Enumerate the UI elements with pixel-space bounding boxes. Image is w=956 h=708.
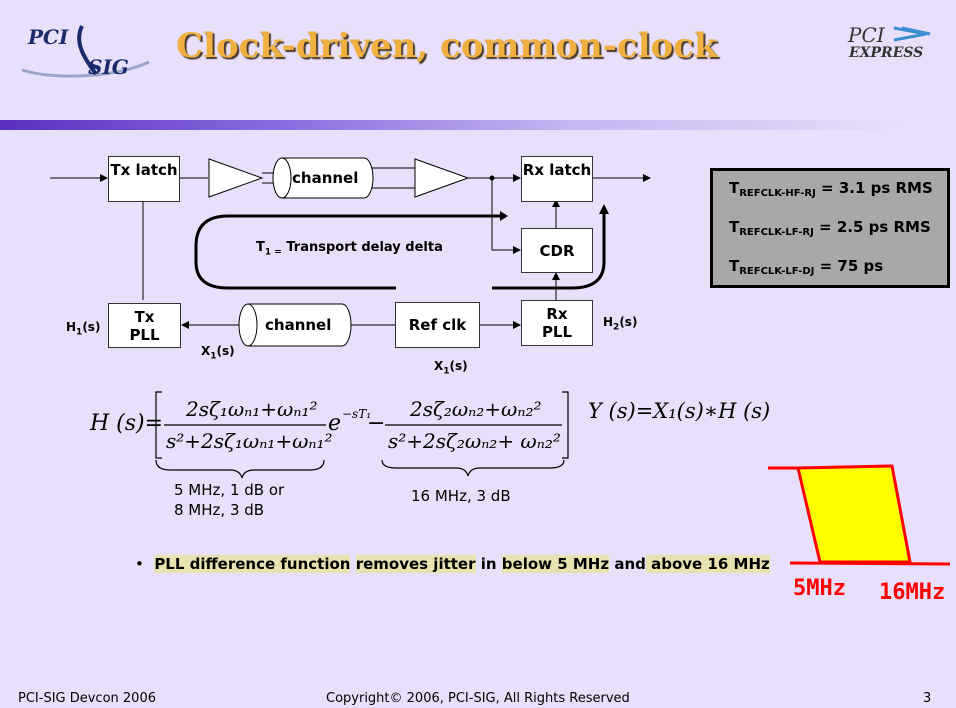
jitter-spec-value: = 75 ps — [814, 257, 884, 275]
left-brace-note: 5 MHz, 1 dB or 8 MHz, 3 dB — [174, 480, 284, 520]
h2-sub: 2 — [613, 322, 620, 333]
equation-term2-numerator: 2sζ₂ωₙ₂+ωₙ₂² — [409, 397, 541, 421]
bullet-part: above 16 MHz — [645, 555, 770, 573]
h2-label: H2(s) — [603, 315, 637, 332]
footer-copyright: Copyright© 2006, PCI-SIG, All Rights Res… — [326, 691, 630, 706]
transport-delay-text: Transport delay delta — [281, 240, 443, 255]
h1-sub: 1 — [76, 327, 83, 338]
bullet-marker: • — [135, 555, 144, 573]
jitter-spec-base: T — [729, 218, 740, 236]
pci-express-logo-pci-text: PCI — [847, 23, 886, 47]
jitter-spec-row: TREFCLK-LF-DJ = 75 ps — [729, 257, 947, 296]
h1-base: H — [66, 320, 77, 334]
left-brace-note-line1: 5 MHz, 1 dB or — [174, 481, 285, 499]
transport-delay-sub: 1 = — [264, 247, 282, 258]
jitter-spec-sub: REFCLK-LF-DJ — [739, 266, 815, 277]
bullet-part: below 5 MHz — [501, 555, 610, 573]
x1-right-label: X1(s) — [434, 359, 468, 376]
jitter-spec-value: = 3.1 ps RMS — [815, 179, 933, 197]
equation-output: Y (s)=X₁(s)∗H (s) — [588, 399, 770, 423]
h2-base: H — [603, 315, 614, 329]
tx-latch-box: Tx latch — [108, 156, 180, 202]
pci-sig-logo: PCI SIG — [14, 22, 154, 84]
h1-arg: (s) — [82, 320, 101, 334]
equation-term2-denominator: s²+2sζ₂ωₙ₂+ ωₙ₂² — [388, 429, 561, 453]
tx-pll-box: Tx PLL — [108, 303, 181, 348]
equation-term1-numerator: 2sζ₁ωₙ₁+ωₙ₁² — [185, 397, 317, 421]
ref-clk-box: Ref clk — [395, 302, 480, 348]
bullet-part: PLL difference function — [154, 555, 351, 573]
equation-exponential: e — [328, 411, 341, 436]
bullet-part: removes jitter — [355, 555, 476, 573]
jitter-spec-row: TREFCLK-HF-RJ = 3.1 ps RMS — [729, 179, 947, 218]
x1-left-base: X — [201, 344, 211, 358]
cdr-box: CDR — [521, 228, 593, 273]
jitter-spec-sub: REFCLK-LF-RJ — [739, 227, 814, 238]
rx-latch-box: Rx latch — [521, 156, 593, 202]
pci-express-logo-express-text: EXPRESS — [848, 45, 923, 61]
x1-right-arg: (s) — [449, 359, 468, 373]
channel-bottom-label: channel — [265, 316, 332, 334]
equation-term1-denominator: s²+2sζ₁ωₙ₁+ωₙ₁² — [166, 429, 333, 453]
pci-sig-logo-pci-text: PCI — [27, 25, 69, 49]
rx-pll-box: Rx PLL — [521, 300, 593, 346]
pci-express-logo-graphic: PCI EXPRESS — [847, 23, 931, 61]
jitter-spec-base: T — [729, 179, 740, 197]
pci-sig-logo-sig-text: SIG — [88, 55, 129, 79]
right-brace-note: 16 MHz, 3 dB — [411, 487, 511, 505]
x1-right-base: X — [434, 359, 444, 373]
bullet-part: and — [609, 555, 646, 573]
left-brace-note-line2: 8 MHz, 3 dB — [174, 501, 265, 519]
x1-left-sub: 1 — [210, 351, 217, 362]
bullet-part — [350, 555, 355, 573]
page-number: 3 — [923, 691, 932, 706]
bullet-point: • PLL difference function removes jitter… — [135, 554, 785, 574]
x1-right-sub: 1 — [443, 366, 450, 377]
jitter-spec-value: = 2.5 ps RMS — [813, 218, 931, 236]
x1-left-label: X1(s) — [201, 344, 235, 361]
x1-left-arg: (s) — [216, 344, 235, 358]
equation-exponent: −sT₁ — [342, 407, 371, 421]
transfer-function-equation: H (s)= 2sζ₁ωₙ₁+ωₙ₁² s²+2sζ₁ωₙ₁+ωₙ₁² e −s… — [89, 391, 770, 479]
equation-minus: − — [367, 411, 385, 436]
jitter-spec-sub: REFCLK-HF-RJ — [739, 188, 816, 199]
equation-lhs: H (s)= — [89, 411, 163, 436]
bullet-part: in — [475, 555, 502, 573]
title-divider — [0, 120, 956, 130]
filter-passband-shape — [768, 464, 951, 566]
page-title: Clock-driven, common-clock — [176, 26, 718, 66]
transport-delay-t: T — [256, 240, 265, 255]
channel-top-label: channel — [292, 169, 359, 187]
jitter-spec-base: T — [729, 257, 740, 275]
jitter-spec-table: TREFCLK-HF-RJ = 3.1 ps RMS TREFCLK-LF-RJ… — [710, 168, 950, 288]
h1-label: H1(s) — [66, 320, 100, 337]
filter-low-cutoff-label: 5MHz — [793, 576, 846, 601]
h2-arg: (s) — [619, 315, 638, 329]
filter-high-cutoff-label: 16MHz — [879, 580, 946, 605]
pci-sig-logo-graphic: PCI SIG — [21, 25, 150, 79]
footer-left: PCI-SIG Devcon 2006 — [18, 691, 156, 706]
transport-delay-label: T1 = Transport delay delta — [256, 240, 443, 258]
jitter-spec-row: TREFCLK-LF-RJ = 2.5 ps RMS — [729, 218, 947, 257]
pci-express-logo: PCI EXPRESS — [846, 22, 946, 62]
